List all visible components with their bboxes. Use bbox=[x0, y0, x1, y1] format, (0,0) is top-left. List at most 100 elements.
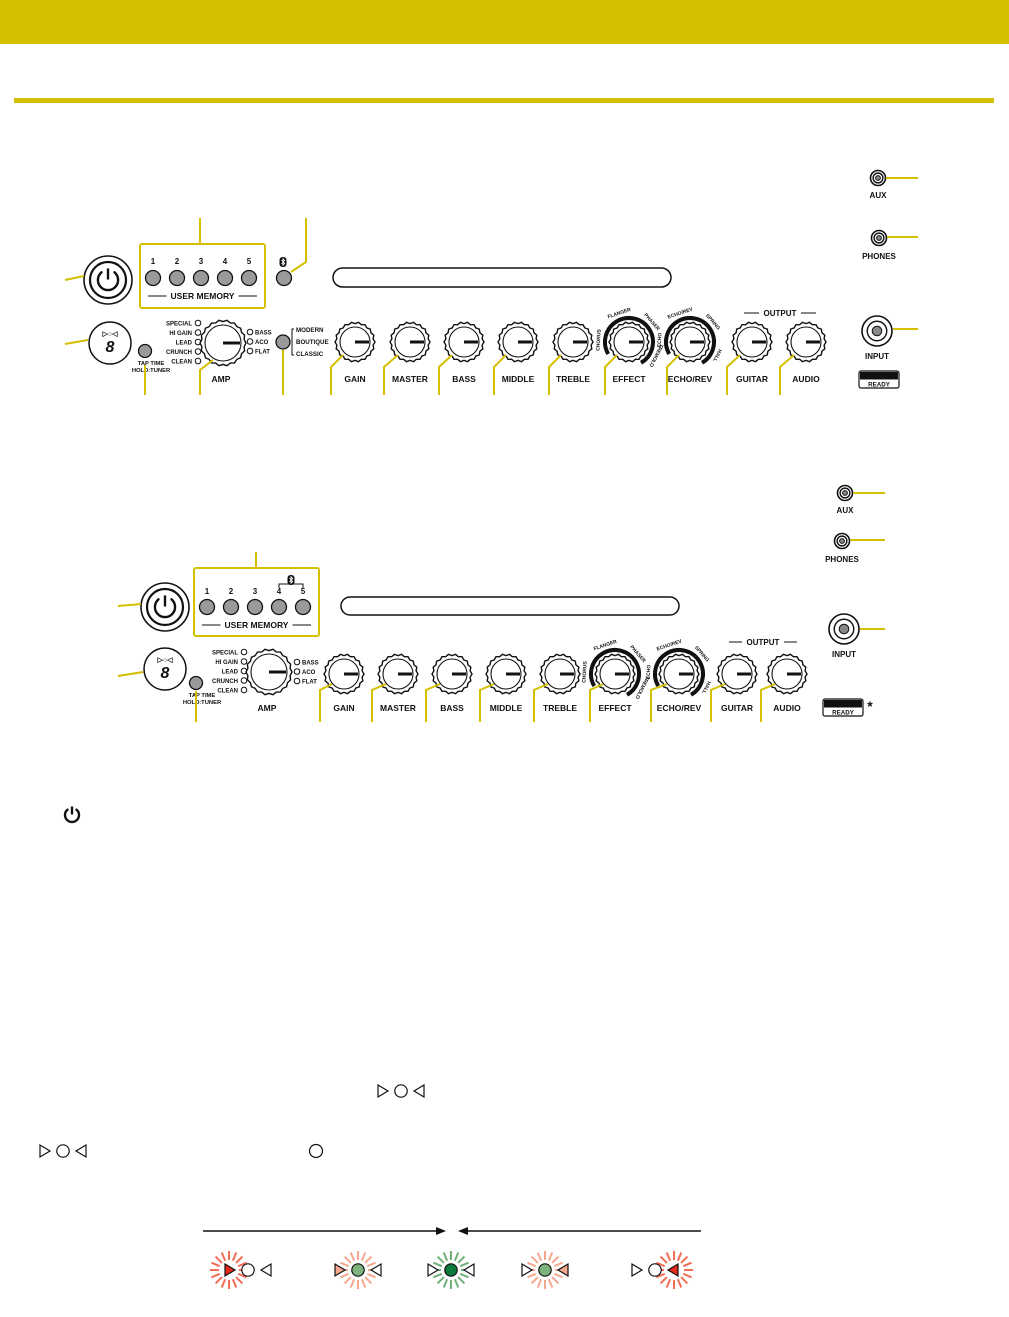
user-memory-number: 1 bbox=[205, 587, 210, 596]
wireless-badge-fill bbox=[824, 700, 862, 708]
glow-ray bbox=[656, 1272, 666, 1279]
glow-ray bbox=[665, 1278, 672, 1288]
glow-ray bbox=[442, 1252, 449, 1262]
flat-arrow-icon bbox=[224, 1262, 237, 1278]
bluetooth-rune bbox=[281, 257, 286, 267]
led-indicator bbox=[240, 677, 248, 684]
user-memory-number: 3 bbox=[199, 257, 204, 266]
glow-ray bbox=[211, 1272, 221, 1279]
mode-label: MODERN bbox=[296, 327, 324, 334]
jack-hole bbox=[875, 175, 881, 181]
tuner-display bbox=[143, 647, 187, 691]
callout-line bbox=[479, 683, 495, 722]
effect-scale-label: ECHO bbox=[657, 333, 664, 348]
user-memory-label: USER MEMORY bbox=[171, 291, 235, 301]
glow-ray bbox=[547, 1252, 554, 1262]
wireless-label: READY bbox=[868, 381, 891, 388]
tuner-display-inline-icon bbox=[377, 1083, 425, 1099]
user-memory-button bbox=[192, 269, 210, 287]
effect-scale-arc bbox=[664, 316, 716, 365]
glow-ray bbox=[364, 1276, 373, 1285]
tap-time-button bbox=[188, 675, 204, 691]
user-memory-number: 3 bbox=[253, 587, 258, 596]
tuner-state-sharp-far bbox=[631, 1251, 693, 1289]
glow-ray bbox=[235, 1255, 244, 1264]
amp-type-label: CRUNCH bbox=[212, 679, 238, 685]
glow-ray bbox=[676, 1252, 683, 1262]
power-arc bbox=[63, 808, 81, 824]
glow-ray bbox=[340, 1272, 350, 1279]
glow-ray bbox=[360, 1252, 367, 1262]
section-rule bbox=[14, 98, 994, 103]
in-tune-circle-icon bbox=[394, 1084, 408, 1098]
effect-scale-arc bbox=[603, 316, 655, 365]
jack-hole bbox=[842, 490, 848, 496]
knob-treble bbox=[539, 653, 581, 695]
glow-rays bbox=[655, 1251, 693, 1289]
amp-label: AMP bbox=[212, 374, 231, 384]
glow-ray bbox=[366, 1261, 376, 1268]
flat-arrow-icon bbox=[334, 1262, 347, 1278]
in-tune-circle-icon bbox=[444, 1263, 458, 1277]
knob-label: MIDDLE bbox=[502, 374, 535, 384]
mode-bracket bbox=[291, 328, 294, 356]
amp-type-right-label: ACO bbox=[302, 670, 316, 676]
glow-ray bbox=[457, 1255, 466, 1264]
knob-label: AUDIO bbox=[773, 703, 801, 713]
amp-type-right-label: BASS bbox=[302, 661, 319, 667]
effect-scale-label: CHORUS bbox=[581, 660, 588, 683]
mode-label: CLASSIC bbox=[296, 351, 324, 358]
glow-ray bbox=[530, 1255, 539, 1264]
amp-type-right-label: BASS bbox=[255, 331, 272, 337]
effect-scale-label: HALL bbox=[700, 680, 711, 695]
callout-line bbox=[64, 339, 89, 345]
glow-ray bbox=[547, 1278, 554, 1288]
power-button-inner bbox=[88, 260, 128, 300]
glow-ray bbox=[676, 1278, 683, 1288]
led-indicator bbox=[240, 658, 248, 665]
sharp-arrow-icon bbox=[666, 1262, 679, 1278]
jack-hole bbox=[876, 235, 882, 241]
callout-line bbox=[726, 354, 741, 395]
led-indicator bbox=[246, 338, 254, 345]
flat-arrow-icon bbox=[377, 1083, 390, 1099]
callout-line bbox=[319, 683, 333, 722]
in-tune-circle-icon bbox=[241, 1263, 255, 1277]
amp-type-label: HI GAIN bbox=[169, 331, 192, 337]
glow-ray bbox=[433, 1261, 443, 1268]
glow-ray bbox=[237, 1272, 247, 1279]
user-memory-button bbox=[168, 269, 186, 287]
user-memory-button bbox=[294, 598, 312, 616]
callout-line bbox=[383, 354, 399, 395]
flat-arrow-icon bbox=[521, 1262, 534, 1278]
aux-label: AUX bbox=[837, 506, 855, 515]
knob-effect bbox=[594, 653, 636, 695]
top-slot bbox=[332, 267, 672, 288]
glow-ray bbox=[527, 1261, 537, 1268]
tap-time-label: HOLD:TUNER bbox=[132, 368, 171, 374]
phones-label: PHONES bbox=[825, 555, 859, 564]
knob-label: GUITAR bbox=[721, 703, 753, 713]
glow-ray bbox=[682, 1261, 692, 1268]
input-label: INPUT bbox=[865, 352, 889, 361]
callout-line bbox=[371, 683, 387, 722]
glow-ray bbox=[220, 1252, 227, 1262]
bluetooth-rune bbox=[289, 575, 294, 585]
amp-type-label: CLEAN bbox=[171, 360, 192, 366]
glow-ray bbox=[366, 1272, 376, 1279]
knob-label: BASS bbox=[440, 703, 464, 713]
callout-line bbox=[290, 218, 307, 273]
knob-audio bbox=[766, 653, 808, 695]
power-icon bbox=[153, 595, 177, 619]
tuner-display bbox=[88, 321, 132, 365]
glow-ray bbox=[211, 1261, 221, 1268]
input-jack bbox=[861, 315, 893, 347]
callout-line bbox=[117, 603, 142, 607]
glow-ray bbox=[553, 1272, 563, 1279]
callout-line bbox=[779, 354, 795, 395]
bluetooth-icon bbox=[279, 257, 287, 267]
callout-line bbox=[533, 683, 549, 722]
knob-label: EFFECT bbox=[598, 703, 632, 713]
sharp-arrow-icon bbox=[462, 1262, 475, 1278]
effect-scale-label: HALL bbox=[711, 348, 722, 363]
